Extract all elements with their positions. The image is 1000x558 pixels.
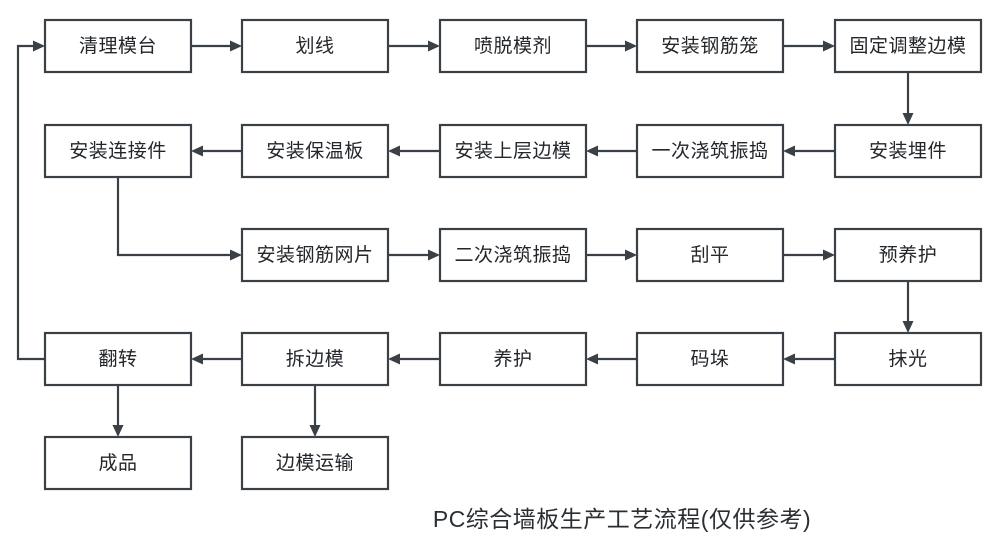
node-label: 拆边模 (286, 348, 345, 370)
node-label: 清理模台 (79, 35, 157, 57)
node-label: 一次浇筑振捣 (651, 140, 768, 162)
edge-fix-mould-to-embed (902, 72, 914, 125)
node-second-pour-vibrate[interactable]: 二次浇筑振捣 (438, 227, 588, 283)
node-install-insulation-board[interactable]: 安装保温板 (240, 123, 390, 179)
node-stacking[interactable]: 码垛 (635, 331, 785, 387)
node-flip-over[interactable]: 翻转 (43, 331, 193, 387)
node-marking[interactable]: 划线 (240, 18, 390, 74)
node-install-upper-side-mould[interactable]: 安装上层边模 (438, 123, 588, 179)
edge-embed-to-first-pour (783, 145, 835, 157)
edge-rebar-cage-to-fix-mould (783, 40, 835, 52)
node-label: 固定调整边模 (849, 35, 966, 57)
edge-connector-to-rebar-mesh (116, 177, 242, 261)
node-spray-release-agent[interactable]: 喷脱模剂 (438, 18, 588, 74)
node-layer: 清理模台 划线 喷脱模剂 安装钢筋笼 固定调整边模 安装埋件 (43, 18, 983, 491)
node-label: 边模运输 (276, 452, 354, 474)
node-label: 成品 (98, 452, 137, 474)
edge-clean-to-mark (191, 40, 242, 52)
node-finished-product[interactable]: 成品 (43, 435, 193, 491)
node-troweling[interactable]: 抹光 (833, 331, 983, 387)
node-label: 翻转 (98, 348, 137, 370)
node-install-rebar-mesh[interactable]: 安装钢筋网片 (240, 227, 390, 283)
node-fix-adjust-side-mould[interactable]: 固定调整边模 (833, 18, 983, 74)
edge-mark-to-spray (388, 40, 440, 52)
edge-upper-mould-to-insulation (388, 145, 440, 157)
node-side-mould-transport[interactable]: 边模运输 (240, 435, 390, 491)
node-first-pour-vibrate[interactable]: 一次浇筑振捣 (635, 123, 785, 179)
node-label: 刮平 (690, 244, 729, 266)
edge-rebar-mesh-to-second-pour (388, 249, 440, 261)
edge-layer (16, 40, 914, 437)
edge-stack-to-cure (586, 353, 637, 365)
edge-flip-feedback-to-clean (16, 40, 45, 361)
node-label: 二次浇筑振捣 (454, 244, 571, 266)
edge-insulation-to-connector (191, 145, 242, 157)
node-pre-curing[interactable]: 预养护 (833, 227, 983, 283)
node-label: 预养护 (879, 244, 938, 266)
edge-demould-to-mould-transport (309, 385, 321, 437)
edge-demould-to-flip (191, 353, 242, 365)
node-label: 安装保温板 (266, 140, 364, 162)
node-demould-side-mould[interactable]: 拆边模 (240, 331, 390, 387)
edge-cure-to-demould (388, 353, 440, 365)
edge-pre-cure-to-trowel (902, 281, 914, 333)
node-label: 安装钢筋笼 (661, 35, 759, 57)
node-label: 养护 (493, 348, 532, 370)
node-label: 抹光 (888, 348, 927, 370)
edge-first-pour-to-upper-mould (586, 145, 637, 157)
node-label: 安装上层边模 (454, 140, 571, 162)
node-curing[interactable]: 养护 (438, 331, 588, 387)
edge-flip-to-product (112, 385, 124, 437)
edge-screed-to-pre-cure (783, 249, 835, 261)
node-install-connectors[interactable]: 安装连接件 (43, 123, 193, 179)
diagram-caption: PC综合墙板生产工艺流程(仅供参考) (433, 506, 811, 532)
node-label: 喷脱模剂 (474, 35, 552, 57)
edge-trowel-to-stack (783, 353, 835, 365)
node-label: 安装钢筋网片 (256, 244, 373, 266)
node-label: 码垛 (690, 348, 729, 370)
node-install-rebar-cage[interactable]: 安装钢筋笼 (635, 18, 785, 74)
node-install-embedded-parts[interactable]: 安装埋件 (833, 123, 983, 179)
node-label: 划线 (295, 35, 334, 57)
node-clean-mould-table[interactable]: 清理模台 (43, 18, 193, 74)
edge-spray-to-rebar-cage (586, 40, 637, 52)
node-label: 安装连接件 (69, 140, 167, 162)
node-label: 安装埋件 (869, 140, 947, 162)
node-screed[interactable]: 刮平 (635, 227, 785, 283)
edge-second-pour-to-screed (586, 249, 637, 261)
